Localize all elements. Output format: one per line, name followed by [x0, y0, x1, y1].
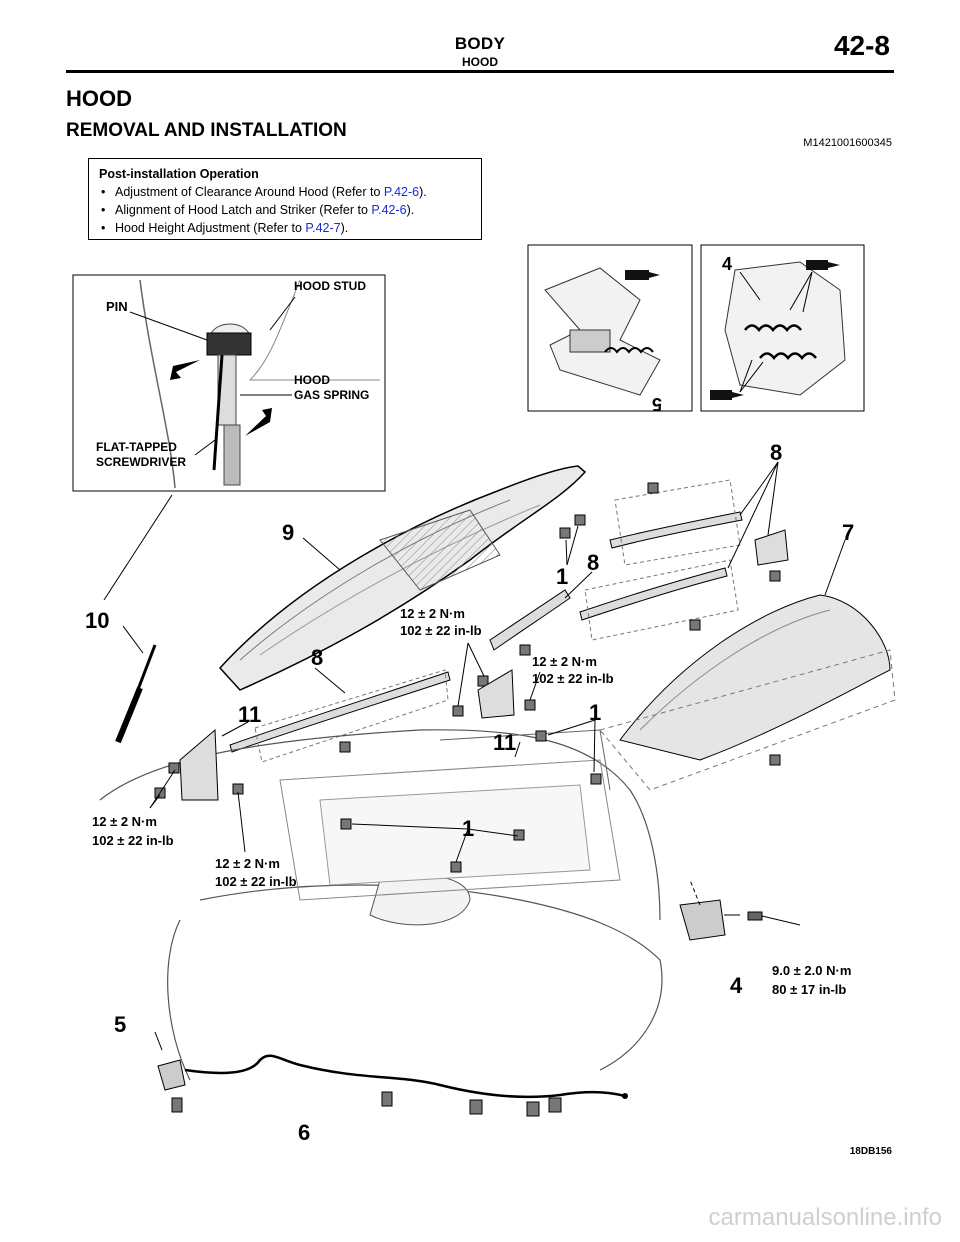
callout-11: 11: [238, 702, 261, 727]
callout-6: 6: [298, 1120, 310, 1145]
callout-11: 11: [493, 730, 516, 755]
torque-nm: 12 ± 2 N·m: [400, 606, 465, 621]
note-title: Post-installation Operation: [99, 167, 259, 181]
arrow-icon: [170, 360, 200, 380]
hood-insulator: [599, 594, 896, 791]
pin-label: PIN: [106, 299, 128, 314]
running-header-title: BODY: [454, 34, 506, 53]
page-link[interactable]: P.42-6: [371, 203, 407, 217]
hood-lock-inset: 4: [700, 244, 865, 412]
torque-nm: 9.0 ± 2.0 N·m: [772, 963, 851, 978]
page-link[interactable]: P.42-7: [305, 221, 341, 235]
hood-seals: [229, 479, 743, 763]
hood-release-cable: [157, 1054, 628, 1117]
callout-numbers: 10 9 8 11 1 8 8 7 1 11 1 4 5 6: [85, 440, 854, 1145]
hood-latch-part: [679, 879, 801, 941]
page-number: 42-8: [833, 30, 890, 61]
fastener-markers: [154, 482, 789, 873]
callout-10: 10: [85, 608, 109, 633]
torque-inlb: 102 ± 22 in-lb: [532, 671, 614, 686]
callout-1: 1: [556, 564, 568, 589]
hood-stud-label: HOOD STUD: [294, 279, 366, 293]
arrow-icon: [245, 408, 272, 436]
callout-8: 8: [770, 440, 782, 465]
page-link[interactable]: P.42-6: [383, 185, 420, 199]
callout-4: 4: [730, 973, 743, 998]
leader-lines: [122, 461, 846, 1051]
callout-7: 7: [842, 520, 854, 545]
hood-gas-spring-label: GAS SPRING: [294, 388, 369, 402]
header-rule: [66, 70, 894, 73]
hood-panel: [218, 465, 587, 691]
note-item: Adjustment of Clearance Around Hood (Ref…: [99, 183, 471, 201]
screwdriver-label: FLAT-TAPPED: [96, 440, 177, 454]
gas-spring-inset: PIN HOOD STUD HOOD GAS SPRING FLAT-TAPPE…: [72, 274, 386, 492]
callout-8: 8: [311, 645, 323, 670]
callout-4-inset: 4: [722, 254, 732, 274]
note-item: Hood Height Adjustment (Refer to P.42-7)…: [99, 219, 471, 237]
watermark: carmanualsonline.info: [708, 1204, 942, 1231]
document-id: M1421001600345: [803, 137, 892, 149]
running-header-subtitle: HOOD: [462, 55, 498, 69]
hood-latch-inset: 5: [527, 244, 693, 414]
torque-nm: 12 ± 2 N·m: [215, 856, 280, 871]
section-title: HOOD: [66, 86, 132, 111]
note-item: Alignment of Hood Latch and Striker (Ref…: [99, 201, 471, 219]
torque-specs: 12 ± 2 N·m 102 ± 22 in-lb 12 ± 2 N·m 102…: [92, 606, 851, 997]
torque-inlb: 80 ± 17 in-lb: [772, 982, 846, 997]
hood-gas-spring-label: HOOD: [294, 373, 330, 387]
torque-nm: 12 ± 2 N·m: [92, 814, 157, 829]
callout-1: 1: [462, 816, 474, 841]
torque-inlb: 102 ± 22 in-lb: [215, 874, 297, 889]
torque-inlb: 102 ± 22 in-lb: [400, 623, 482, 638]
torque-nm: 12 ± 2 N·m: [532, 654, 597, 669]
figure-id: 18DB156: [849, 1146, 892, 1157]
callout-9: 9: [282, 520, 294, 545]
callout-1: 1: [589, 700, 601, 725]
post-installation-note: Post-installation Operation Adjustment o…: [88, 158, 482, 240]
subsection-title: REMOVAL AND INSTALLATION: [66, 120, 347, 141]
vehicle-body: [99, 729, 663, 1081]
callout-5-inverted: 5: [652, 394, 662, 414]
torque-inlb: 102 ± 22 in-lb: [92, 833, 174, 848]
callout-5: 5: [114, 1012, 126, 1037]
screwdriver-label: SCREWDRIVER: [96, 455, 186, 469]
callout-8: 8: [587, 550, 599, 575]
